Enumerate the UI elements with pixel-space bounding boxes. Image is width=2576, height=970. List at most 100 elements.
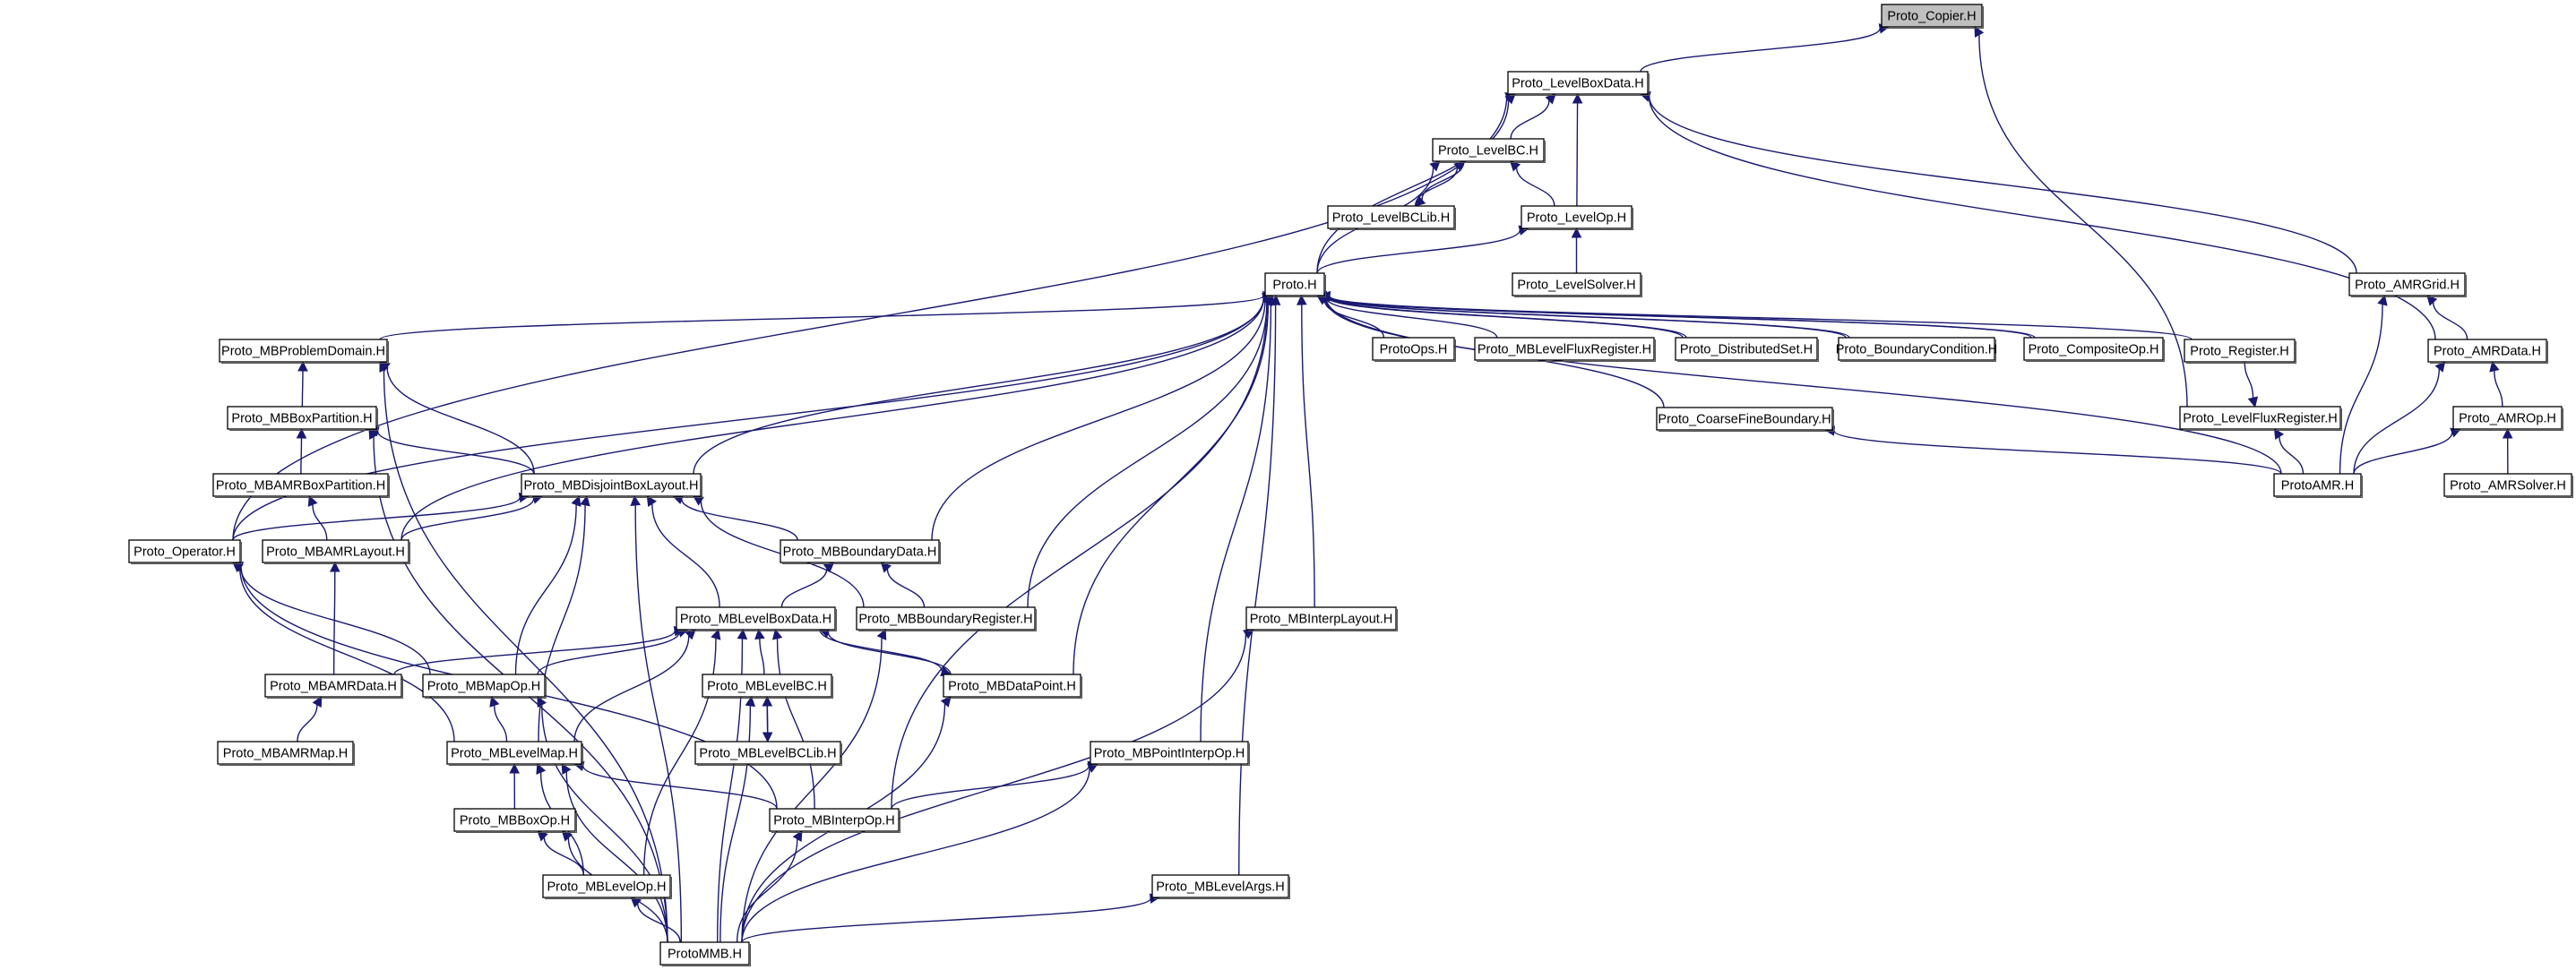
node-box[interactable] — [1675, 337, 1818, 361]
edge-mblevelargs-to-proto — [1238, 294, 1281, 876]
node-boundarycondition[interactable]: Proto_BoundaryCondition.H — [1836, 337, 1998, 362]
node-box[interactable] — [2427, 339, 2547, 363]
node-copier[interactable]: Proto_Copier.H — [1881, 4, 1984, 29]
node-shadow — [1330, 208, 1456, 230]
node-box[interactable] — [702, 674, 832, 698]
node-mbinterplayout[interactable]: Proto_MBInterpLayout.H — [1245, 606, 1398, 631]
node-mbboundarydata[interactable]: Proto_MBBoundaryData.H — [780, 539, 941, 564]
node-box[interactable] — [1264, 272, 1325, 296]
node-levelbc[interactable]: Proto_LevelBC.H — [1432, 138, 1546, 163]
node-box[interactable] — [1474, 337, 1655, 361]
node-box[interactable] — [1521, 205, 1633, 229]
node-box[interactable] — [780, 539, 940, 563]
node-levelboxdata[interactable]: Proto_LevelBoxData.H — [1507, 71, 1650, 96]
node-proto[interactable]: Proto.H — [1264, 272, 1326, 297]
node-box[interactable] — [264, 674, 402, 698]
node-box[interactable] — [1245, 606, 1397, 631]
node-mbmapop[interactable]: Proto_MBMapOp.H — [422, 674, 547, 699]
node-box[interactable] — [219, 339, 388, 363]
node-mbamrmap[interactable]: Proto_MBAMRMap.H — [217, 741, 355, 766]
node-mbproblemdomain[interactable]: Proto_MBProblemDomain.H — [219, 339, 389, 364]
node-box[interactable] — [2443, 473, 2572, 497]
node-box[interactable] — [1372, 337, 1455, 361]
node-mbboxpartition[interactable]: Proto_MBBoxPartition.H — [227, 406, 378, 431]
node-box[interactable] — [2348, 272, 2466, 296]
node-box[interactable] — [212, 473, 389, 497]
node-mblevelbc[interactable]: Proto_MBLevelBC.H — [702, 674, 833, 699]
node-amrdata[interactable]: Proto_AMRData.H — [2427, 339, 2548, 364]
node-register[interactable]: Proto_Register.H — [2184, 339, 2296, 364]
node-box[interactable] — [2273, 473, 2362, 497]
node-amrsolver[interactable]: Proto_AMRSolver.H — [2443, 473, 2573, 498]
node-compositeop[interactable]: Proto_CompositeOp.H — [2023, 337, 2165, 362]
node-box[interactable] — [128, 539, 241, 563]
node-mblevelargs[interactable]: Proto_MBLevelArgs.H — [1151, 874, 1290, 899]
node-box[interactable] — [1151, 874, 1289, 898]
node-box[interactable] — [856, 606, 1036, 631]
node-levelop[interactable]: Proto_LevelOp.H — [1521, 205, 1633, 230]
node-protommb[interactable]: ProtoMMB.H — [659, 941, 751, 966]
node-box[interactable] — [521, 473, 702, 497]
node-mblevelmap[interactable]: Proto_MBLevelMap.H — [446, 741, 583, 766]
edge-line — [1649, 96, 2357, 274]
node-operator[interactable]: Proto_Operator.H — [128, 539, 242, 564]
node-box[interactable] — [676, 606, 836, 631]
node-coarsefineboundary[interactable]: Proto_CoarseFineBoundary.H — [1656, 407, 1834, 432]
arrowhead-icon — [2377, 294, 2388, 306]
node-box[interactable] — [2179, 406, 2341, 430]
node-mbamrlayout[interactable]: Proto_MBAMRLayout.H — [262, 539, 410, 564]
node-box[interactable] — [659, 941, 750, 966]
node-box[interactable] — [1512, 272, 1641, 296]
node-levelsolver[interactable]: Proto_LevelSolver.H — [1512, 272, 1642, 297]
node-shadow — [697, 743, 842, 766]
node-mblevelop[interactable]: Proto_MBLevelOp.H — [542, 874, 672, 899]
node-box[interactable] — [1327, 205, 1455, 229]
node-box[interactable] — [227, 406, 377, 430]
node-mblevelbclib[interactable]: Proto_MBLevelBCLib.H — [694, 741, 842, 766]
node-box[interactable] — [1881, 4, 1983, 28]
node-protoamr[interactable]: ProtoAMR.H — [2273, 473, 2363, 498]
node-mbdisjointboxlayout[interactable]: Proto_MBDisjointBoxLayout.H — [521, 473, 702, 498]
edge-line — [232, 497, 521, 541]
node-box[interactable] — [2184, 339, 2296, 363]
node-box[interactable] — [1432, 138, 1545, 162]
node-mbinterpop[interactable]: Proto_MBInterpOp.H — [769, 808, 900, 833]
node-mbamrdata[interactable]: Proto_MBAMRData.H — [264, 674, 403, 699]
node-box[interactable] — [943, 674, 1081, 698]
node-mbdatapoint[interactable]: Proto_MBDataPoint.H — [943, 674, 1082, 699]
node-box[interactable] — [453, 808, 576, 832]
node-shadow — [2351, 275, 2467, 297]
node-box[interactable] — [542, 874, 671, 898]
node-protoops[interactable]: ProtoOps.H — [1372, 337, 1456, 362]
node-box[interactable] — [1656, 407, 1833, 431]
node-box[interactable] — [262, 539, 409, 563]
node-label: ProtoMMB.H — [668, 948, 742, 962]
node-levelfluxregister[interactable]: Proto_LevelFluxRegister.H — [2179, 406, 2342, 431]
node-box[interactable] — [217, 741, 354, 765]
node-distributedset[interactable]: Proto_DistributedSet.H — [1675, 337, 1819, 362]
edge-compositeop-to-proto — [1315, 290, 2032, 339]
node-box[interactable] — [1090, 741, 1249, 765]
node-amrgrid[interactable]: Proto_AMRGrid.H — [2348, 272, 2467, 297]
node-mbboundaryregister[interactable]: Proto_MBBoundaryRegister.H — [856, 606, 1037, 631]
node-box[interactable] — [769, 808, 900, 832]
node-box[interactable] — [2023, 337, 2164, 361]
node-levelbclib[interactable]: Proto_LevelBCLib.H — [1327, 205, 1456, 230]
node-mblevelboxdata[interactable]: Proto_MBLevelBoxData.H — [676, 606, 837, 631]
node-mbpointinterpop[interactable]: Proto_MBPointInterpOp.H — [1090, 741, 1250, 766]
node-box[interactable] — [1507, 71, 1649, 95]
node-box[interactable] — [422, 674, 546, 698]
node-label: Proto_MBAMRMap.H — [223, 747, 348, 761]
node-shadow — [220, 743, 355, 766]
node-mbamrboxpartition[interactable]: Proto_MBAMRBoxPartition.H — [212, 473, 390, 498]
node-shadow — [1523, 208, 1633, 230]
node-box[interactable] — [1838, 337, 1995, 361]
edge-amrsolver-to-amrop — [2502, 427, 2513, 475]
node-box[interactable] — [2452, 406, 2563, 430]
node-mbboxop[interactable]: Proto_MBBoxOp.H — [453, 808, 577, 833]
node-box[interactable] — [694, 741, 841, 765]
node-mblevelfluxregister[interactable]: Proto_MBLevelFluxRegister.H — [1474, 337, 1656, 362]
edge-line — [1576, 102, 1579, 207]
node-amrop[interactable]: Proto_AMROp.H — [2452, 406, 2563, 431]
node-box[interactable] — [446, 741, 582, 765]
